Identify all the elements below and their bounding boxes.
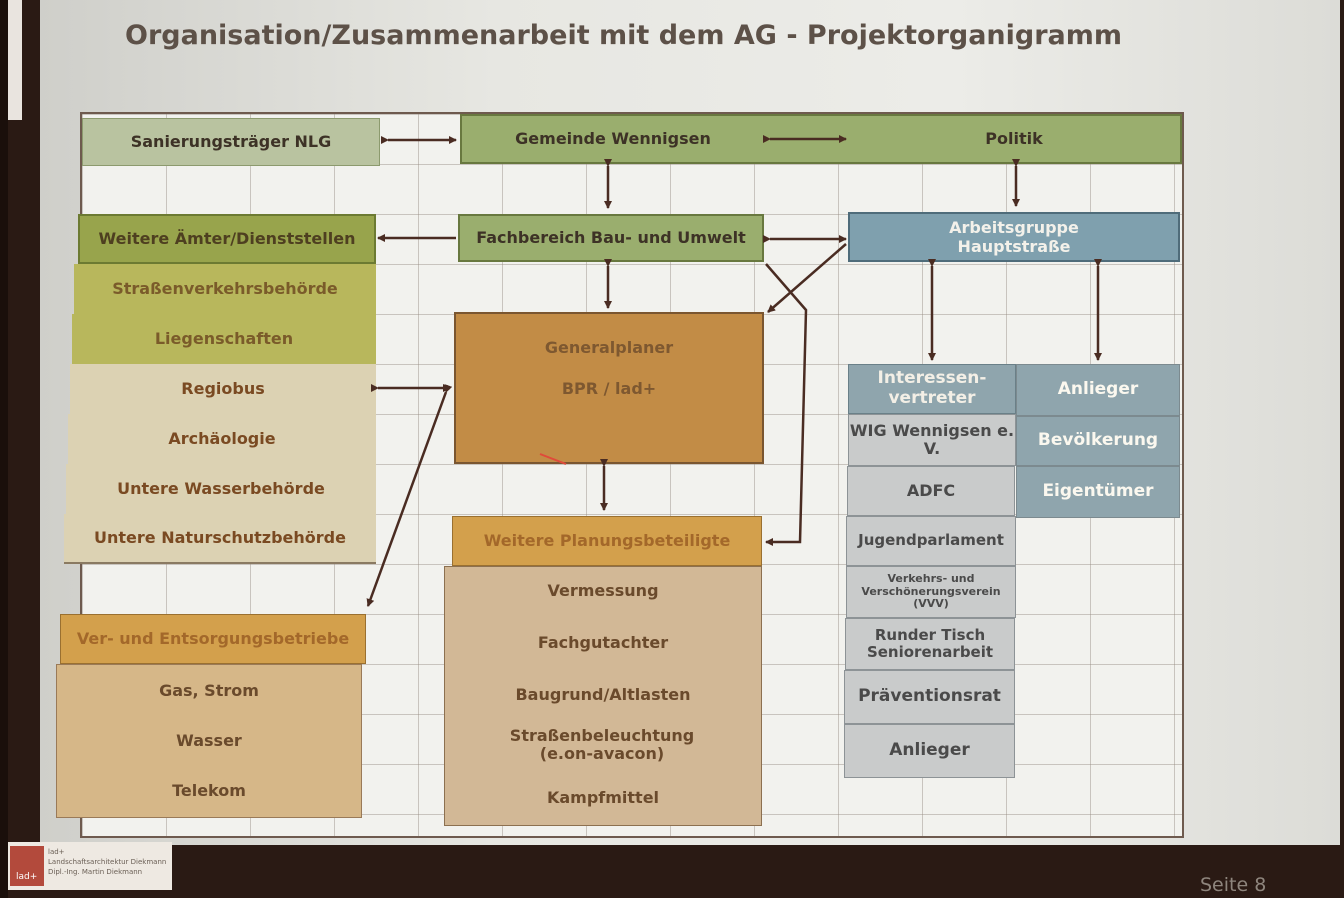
interessen-item: Verkehrs- und Verschönerungsverein (VVV) — [846, 566, 1016, 618]
gemeinde-box: Gemeinde Wennigsen — [515, 129, 711, 149]
versorgung-body — [56, 664, 362, 818]
planung-item: Baugrund/Altlasten — [515, 684, 691, 704]
aemter-item: Untere Naturschutzbehörde — [64, 514, 376, 564]
planung-item: Vermessung — [547, 580, 659, 600]
interessen-item: WIG Wennigsen e. V. — [848, 414, 1016, 466]
page-title: Organisation/Zusammenarbeit mit dem AG -… — [125, 20, 1123, 51]
interessen-item: ADFC — [847, 466, 1015, 516]
anlieger-col-item: Bevölkerung — [1016, 416, 1180, 466]
logo-line: Landschaftsarchitektur Diekmann — [48, 858, 167, 866]
aemter-item: Archäologie — [68, 414, 376, 464]
planung-item: Fachgutachter — [537, 632, 669, 652]
laser-pointer-mark — [539, 453, 567, 465]
arrow-cross-to-generalplaner — [767, 243, 847, 313]
planung-body — [444, 566, 762, 826]
generalplaner-title: Generalplaner — [544, 337, 674, 357]
planung-item: Kampfmittel — [546, 787, 660, 807]
interessen-item: Jugendparlament — [846, 516, 1016, 566]
politik-box: Politik — [985, 129, 1043, 149]
arbeitsgruppe-box: Arbeitsgruppe Hauptstraße — [848, 212, 1180, 262]
versorgung-header: Ver- und Entsorgungsbetriebe — [60, 614, 366, 664]
anlieger-col-item: Eigentümer — [1016, 466, 1180, 518]
anlieger-col-item: Anlieger — [1016, 364, 1180, 416]
interessen-item: Runder Tisch Seniorenarbeit — [845, 618, 1015, 670]
interessen-item: Interessen-vertreter — [848, 364, 1016, 414]
logo-mark-label: lad+ — [16, 872, 38, 882]
arrow-cross-to-planung — [765, 263, 808, 546]
sanierungstraeger-box: Sanierungsträger NLG — [82, 118, 380, 166]
planung-item: Straßenbeleuchtung (e.on-avacon) — [509, 725, 695, 763]
generalplaner-box: Generalplaner BPR / lad+ — [454, 312, 764, 464]
planung-header: Weitere Planungsbeteiligte — [452, 516, 762, 566]
page-number: Seite 8 — [1200, 874, 1267, 896]
aemter-item: Liegenschaften — [72, 314, 376, 364]
logo-line: Dipl.-Ing. Martin Diekmann — [48, 868, 143, 876]
fachbereich-box: Fachbereich Bau- und Umwelt — [458, 214, 764, 262]
dark-edge — [0, 0, 8, 898]
footer-logo: lad+ lad+ Landschaftsarchitektur Diekman… — [8, 842, 172, 890]
interessen-item: Anlieger — [844, 724, 1015, 778]
versorgung-item: Telekom — [172, 780, 246, 800]
generalplaner-subtitle: BPR / lad+ — [561, 379, 657, 398]
aemter-header: Weitere Ämter/Dienststellen — [78, 214, 376, 264]
logo-mark — [10, 846, 44, 886]
arrow-generalplaner-versorgung — [366, 384, 453, 607]
aemter-item: Straßenverkehrsbehörde — [74, 264, 376, 314]
interessen-item: Präventionsrat — [844, 670, 1015, 724]
logo-line: lad+ — [48, 848, 65, 856]
versorgung-item: Gas, Strom — [159, 680, 259, 700]
versorgung-item: Wasser — [176, 730, 242, 750]
aemter-item: Untere Wasserbehörde — [66, 464, 376, 514]
aemter-item: Regiobus — [70, 364, 376, 414]
